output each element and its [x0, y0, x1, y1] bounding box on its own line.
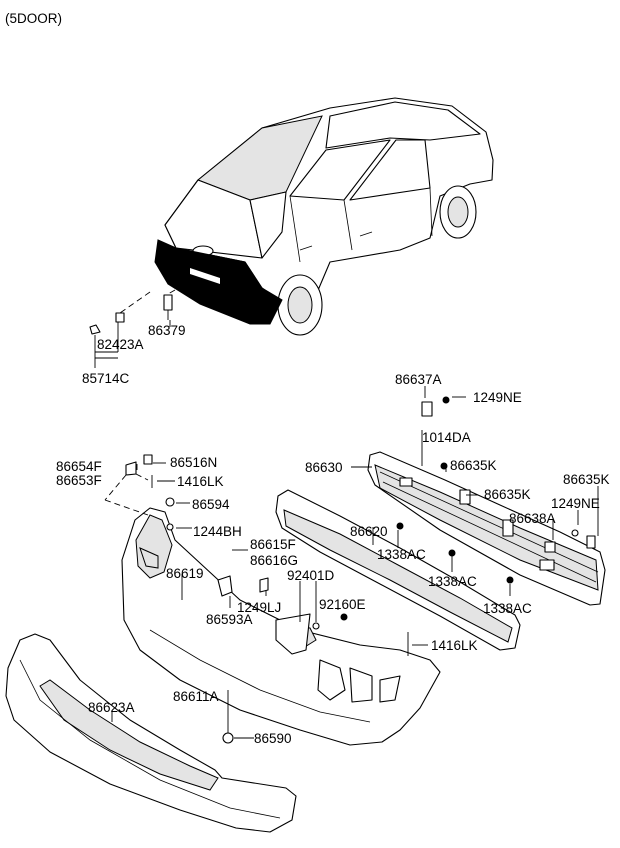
part-label-1338AC: 1338AC — [483, 601, 532, 616]
part-label-92160E: 92160E — [319, 597, 366, 612]
part-label-1416LK: 1416LK — [431, 638, 478, 653]
part-label-85714C: 85714C — [82, 371, 130, 386]
part-label-1249NE: 1249NE — [551, 496, 600, 511]
part-label-1249LJ: 1249LJ — [237, 600, 281, 615]
part-label-92401D: 92401D — [287, 568, 335, 583]
part-label-1338AC: 1338AC — [377, 547, 426, 562]
part-label-86630: 86630 — [305, 460, 343, 475]
part-label-1014DA: 1014DA — [422, 430, 471, 445]
part-label-86620: 86620 — [350, 524, 388, 539]
variant-label: (5DOOR) — [5, 11, 62, 26]
part-label-1244BH: 1244BH — [193, 524, 242, 539]
bumper-beam-86630 — [367, 396, 606, 606]
part-label-86616G: 86616G — [250, 553, 298, 568]
part-label-82423A: 82423A — [97, 337, 144, 352]
lower-moulding-86623A — [5, 633, 297, 833]
part-label-86619: 86619 — [166, 566, 204, 581]
part-label-86635K: 86635K — [450, 458, 497, 473]
part-label-86654F: 86654F — [56, 459, 102, 474]
brackets-left — [104, 454, 409, 656]
part-label-86653F: 86653F — [56, 473, 102, 488]
part-label-86611A: 86611A — [173, 689, 219, 704]
part-label-86615F: 86615F — [250, 537, 296, 552]
part-label-86594: 86594 — [192, 497, 230, 512]
car-illustration — [154, 97, 494, 336]
leader-lines — [111, 320, 599, 739]
part-label-86516N: 86516N — [170, 455, 217, 470]
part-label-86593A: 86593A — [206, 612, 253, 627]
part-label-86638A: 86638A — [509, 511, 556, 526]
part-label-1416LK: 1416LK — [177, 474, 224, 489]
part-label-86590: 86590 — [254, 731, 292, 746]
part-label-86379: 86379 — [148, 323, 186, 338]
part-label-1249NE: 1249NE — [473, 390, 522, 405]
part-label-86635K: 86635K — [563, 472, 610, 487]
part-label-86623A: 86623A — [88, 700, 135, 715]
energy-absorber-86620 — [275, 489, 521, 651]
part-label-86635K: 86635K — [484, 487, 531, 502]
part-label-1338AC: 1338AC — [428, 574, 477, 589]
clip-group-82423A — [89, 289, 176, 368]
part-label-86637A: 86637A — [395, 372, 442, 387]
